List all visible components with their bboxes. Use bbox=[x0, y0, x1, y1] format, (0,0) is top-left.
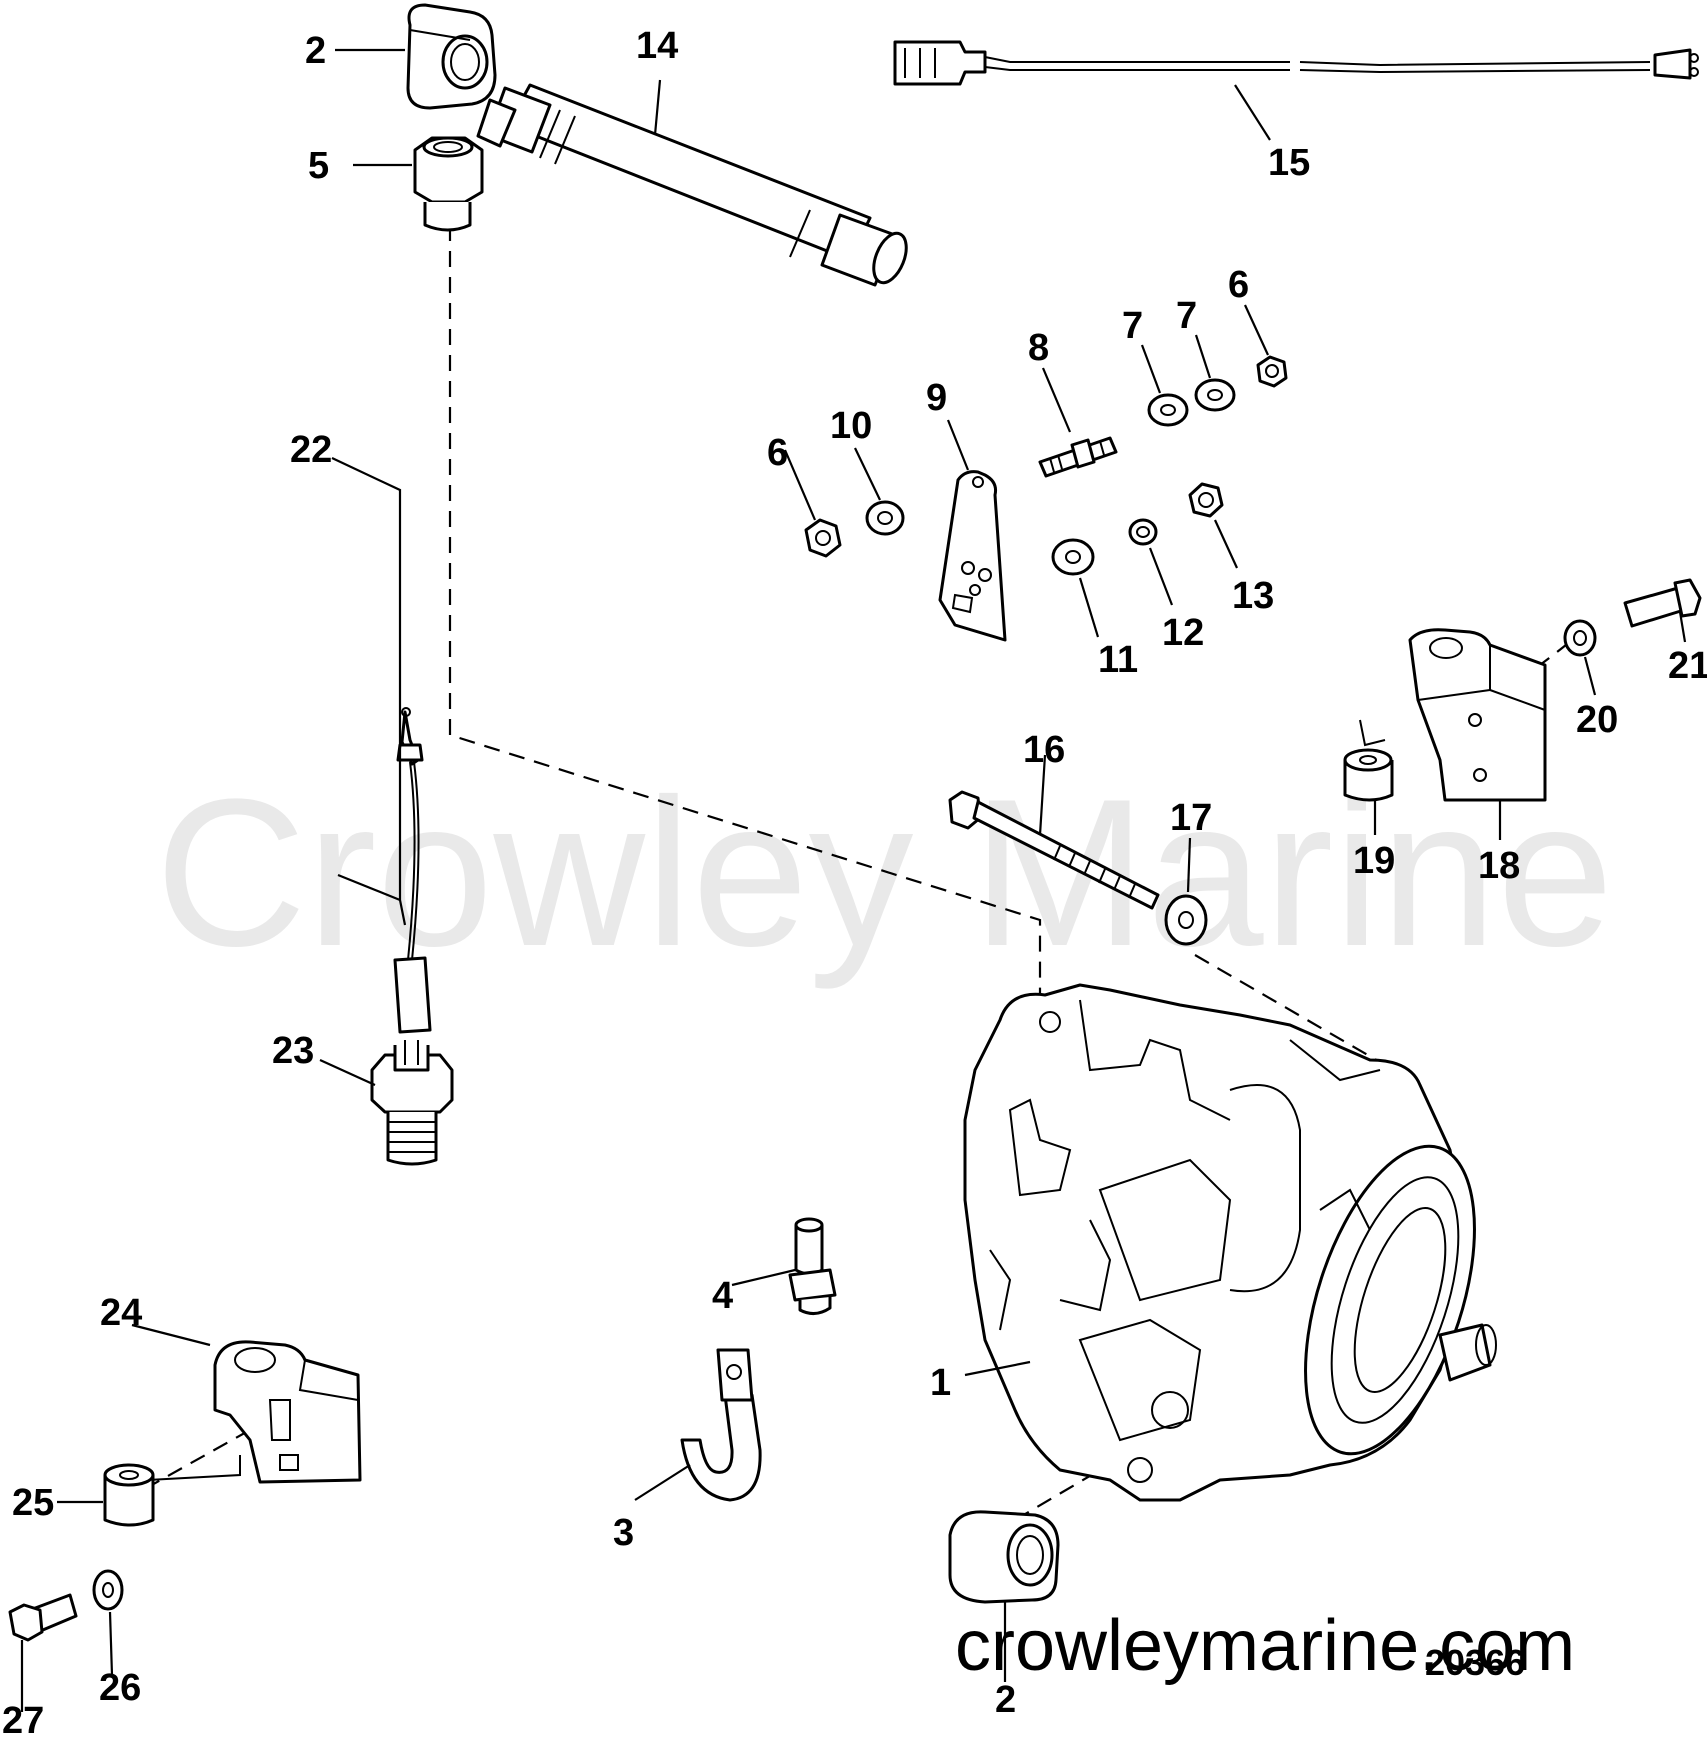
callout-25: 25 bbox=[12, 1482, 54, 1524]
callout-9: 9 bbox=[926, 377, 947, 419]
callout-7-a: 7 bbox=[1122, 305, 1143, 347]
part-24-mount-bracket-left bbox=[213, 1340, 362, 1484]
part-19-bushing bbox=[1343, 748, 1394, 802]
part-14-hose-assembly bbox=[476, 83, 908, 287]
part-26-washer bbox=[92, 1569, 124, 1611]
callout-labels: 2 14 5 15 6 7 7 8 9 10 6 13 12 11 21 20 … bbox=[2, 25, 1707, 1738]
callout-2-top: 2 bbox=[305, 30, 326, 72]
callout-18: 18 bbox=[1478, 845, 1520, 887]
callout-17: 17 bbox=[1170, 797, 1212, 839]
callout-4: 4 bbox=[712, 1275, 733, 1317]
part-1-transmission bbox=[963, 983, 1497, 1502]
callout-16: 16 bbox=[1023, 729, 1065, 771]
part-20-washer bbox=[1563, 619, 1597, 657]
part-2-elbow-fitting-top bbox=[406, 3, 497, 110]
callout-12: 12 bbox=[1162, 612, 1204, 654]
callout-13: 13 bbox=[1232, 575, 1274, 617]
callout-3: 3 bbox=[613, 1512, 634, 1554]
part-6-nut-right bbox=[1256, 355, 1288, 388]
part-18-mount-bracket-right bbox=[1408, 628, 1547, 802]
callout-8: 8 bbox=[1028, 327, 1049, 369]
part-2-elbow-fitting-bottom bbox=[948, 1510, 1060, 1604]
part-22-sender-lead-wire bbox=[393, 707, 432, 1034]
callout-2-bottom: 2 bbox=[995, 1679, 1016, 1721]
callout-leader-lines bbox=[20, 48, 1687, 1712]
callout-10: 10 bbox=[830, 405, 872, 447]
callout-5: 5 bbox=[308, 145, 329, 187]
part-23-temperature-sender bbox=[370, 1040, 454, 1166]
part-27-bolt bbox=[8, 1593, 78, 1642]
part-8-stud bbox=[1038, 436, 1118, 478]
part-21-bolt bbox=[1623, 578, 1702, 628]
callout-6-left: 6 bbox=[767, 432, 788, 474]
part-15-wiring-harness bbox=[893, 40, 1699, 86]
callout-1: 1 bbox=[930, 1362, 951, 1404]
callout-22: 22 bbox=[290, 429, 332, 471]
callout-14: 14 bbox=[636, 25, 678, 67]
part-7-washer-b bbox=[1194, 378, 1236, 412]
part-7-washer-a bbox=[1147, 393, 1189, 427]
part-16-long-bolt bbox=[948, 790, 1160, 910]
part-11-washer bbox=[1051, 538, 1095, 576]
callout-7-b: 7 bbox=[1176, 295, 1197, 337]
callout-24: 24 bbox=[100, 1292, 142, 1334]
callout-11: 11 bbox=[1098, 639, 1138, 681]
part-12-lock-washer bbox=[1128, 518, 1158, 546]
part-5-adapter-fitting bbox=[413, 136, 484, 232]
part-6-nut-left bbox=[804, 518, 842, 558]
callout-6-right: 6 bbox=[1228, 264, 1249, 306]
part-13-nut bbox=[1188, 482, 1224, 518]
callout-23: 23 bbox=[272, 1030, 314, 1072]
callout-27: 27 bbox=[2, 1700, 44, 1733]
callout-20: 20 bbox=[1576, 699, 1618, 741]
part-3-hose-clamp bbox=[680, 1348, 762, 1502]
callout-26: 26 bbox=[99, 1667, 141, 1709]
part-17-washer bbox=[1164, 894, 1208, 946]
figure-number: 20366 bbox=[1425, 1642, 1525, 1683]
callout-15: 15 bbox=[1268, 142, 1310, 184]
part-10-washer bbox=[865, 500, 905, 536]
callout-19: 19 bbox=[1353, 840, 1395, 882]
part-25-bushing bbox=[103, 1463, 155, 1527]
part-4-barbed-fitting bbox=[788, 1217, 837, 1315]
callout-21: 21 bbox=[1668, 645, 1707, 687]
website-watermark: crowleymarine.com bbox=[955, 1606, 1575, 1686]
part-9-bracket-plate bbox=[938, 470, 1007, 642]
